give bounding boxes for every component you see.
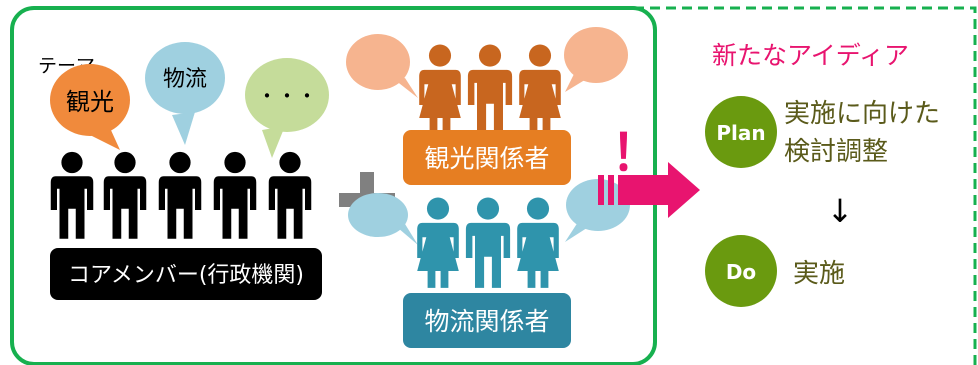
bubble-more: ・・・ <box>245 58 329 158</box>
core-label-box <box>50 248 322 300</box>
bubble-more-text: ・・・ <box>257 84 317 108</box>
bubble-tourism-group-left <box>346 34 410 90</box>
tourism-label-box <box>403 130 571 185</box>
plan-text-line1: 実施に向けた <box>784 99 940 129</box>
plan-badge-label: Plan <box>716 121 765 145</box>
do-badge <box>705 235 777 307</box>
right-panel-dashed-border <box>410 6 977 365</box>
do-text: 実施 <box>793 259 845 289</box>
tourism-label: 観光関係者 <box>424 144 549 173</box>
bubble-tourism-group-right <box>564 27 628 83</box>
arrow-right-icon <box>598 162 700 218</box>
logistics-label: 物流関係者 <box>424 307 549 336</box>
plan-badge <box>705 96 777 168</box>
bubble-logistics-text: 物流 <box>163 67 207 92</box>
down-arrow: ↓ <box>827 192 854 230</box>
plan-text-line2: 検討調整 <box>784 137 888 167</box>
bubble-tail <box>565 72 588 92</box>
bubble-tourism-text: 観光 <box>66 88 114 116</box>
bubble-tail <box>398 224 418 245</box>
do-badge-label: Do <box>726 260 756 284</box>
bubble-logistics: 物流 <box>145 42 225 145</box>
exclamation-mark: ！ <box>611 124 661 182</box>
core-label: コアメンバー(行政機関) <box>68 263 304 288</box>
logistics-label-box <box>403 293 571 348</box>
bubble-tourism: 観光 <box>50 64 130 150</box>
bubble-logistics-group-left <box>348 193 408 237</box>
bubble-tail <box>565 222 590 242</box>
bubble-tail <box>395 78 418 98</box>
right-panel-title: 新たなアイディア <box>712 41 909 70</box>
